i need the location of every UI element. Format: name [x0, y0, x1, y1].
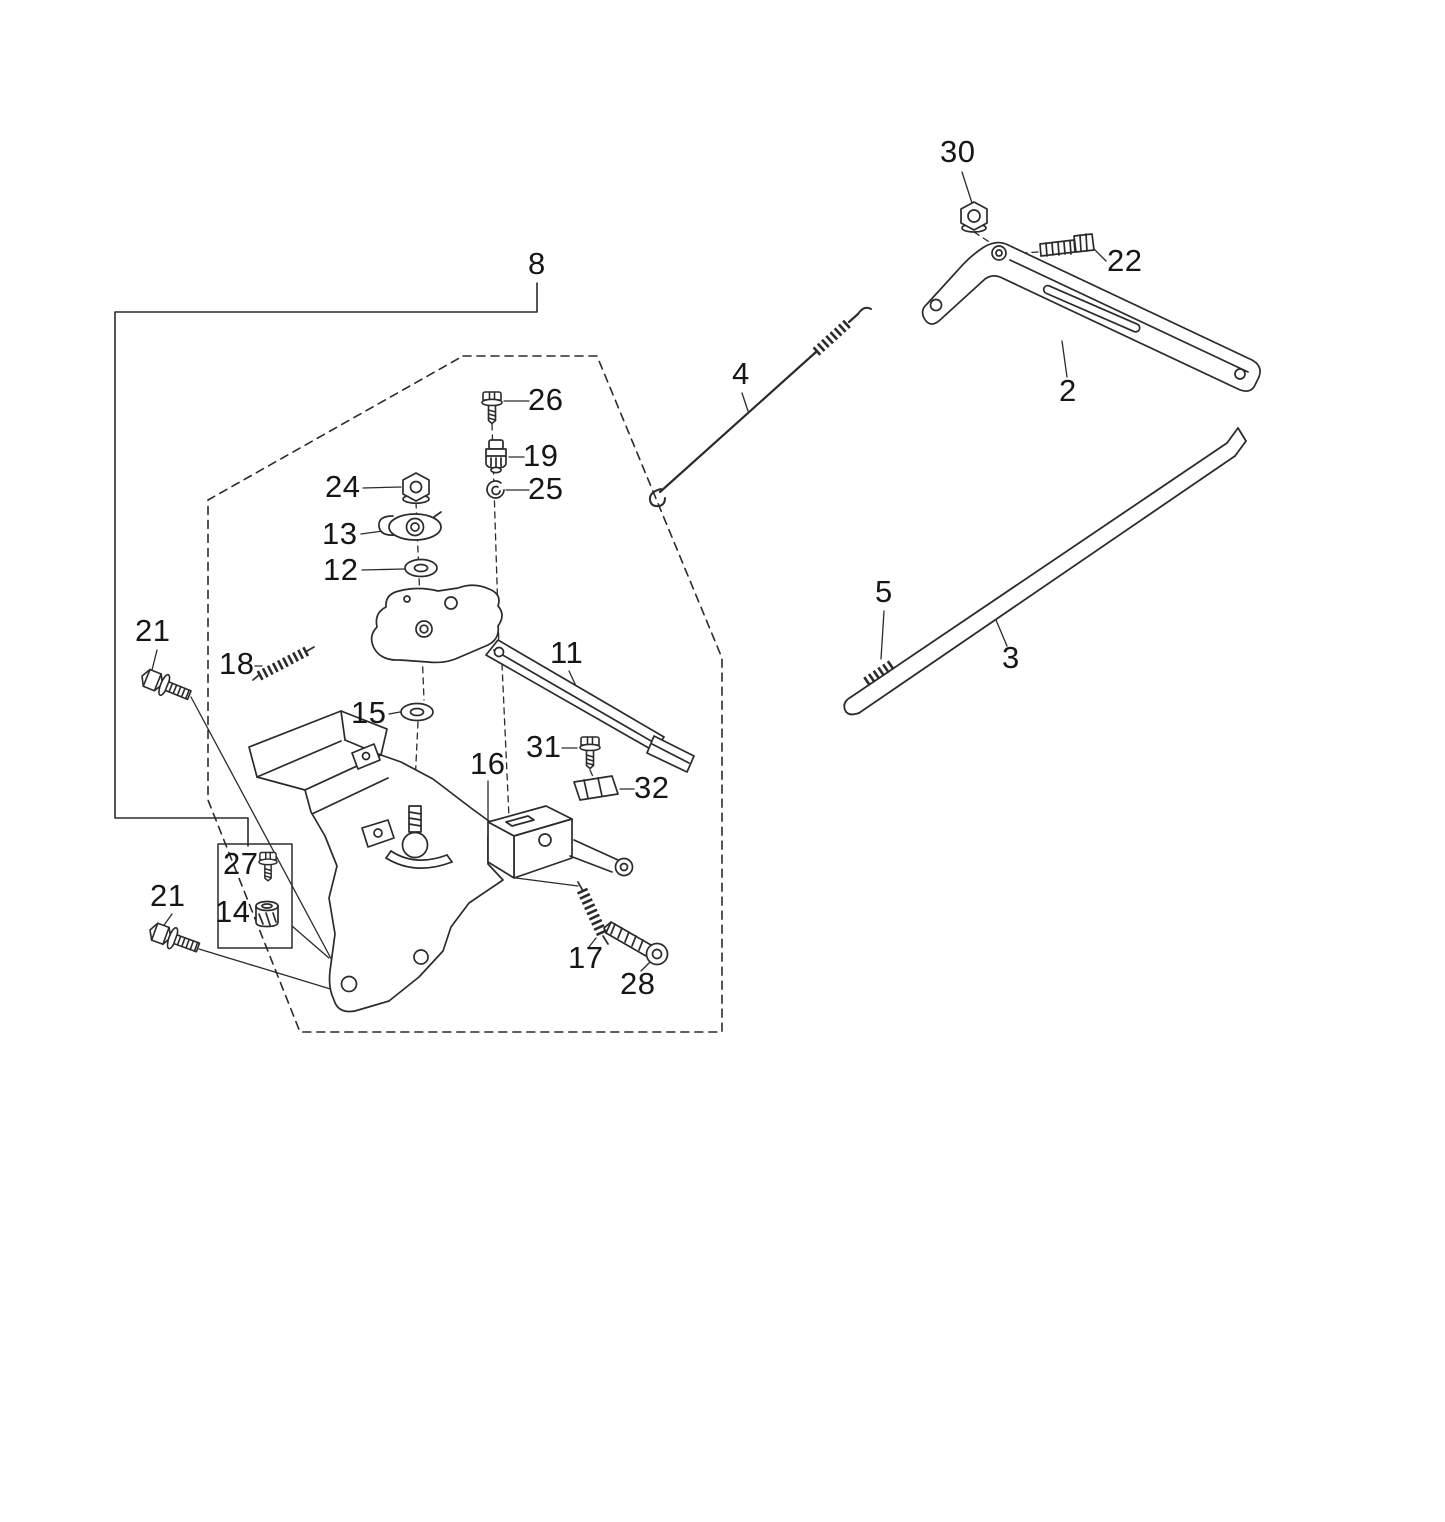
part-26-screw — [481, 391, 503, 425]
part-15-washer — [400, 702, 434, 722]
part-2-control-arm — [921, 241, 1261, 392]
part-32-clip — [573, 775, 619, 801]
callout-17: 17 — [568, 940, 604, 975]
callout-31: 31 — [526, 729, 562, 764]
part-12-washer — [404, 558, 438, 578]
part-18-spring — [252, 646, 315, 681]
callout-4: 4 — [732, 356, 750, 391]
clamp-box — [487, 805, 573, 879]
part-28-screw — [603, 921, 669, 966]
leader-lines — [151, 171, 1107, 992]
callout-27: 27 — [223, 846, 259, 881]
callout-16: 16 — [470, 746, 506, 781]
part-31-screw — [579, 736, 601, 770]
inset-box-27-14 — [217, 843, 293, 949]
part-13-cam-plate — [378, 511, 442, 541]
callout-18: 18 — [219, 646, 255, 681]
part-27-screw — [258, 851, 278, 882]
part-21-bolt-upper — [137, 664, 195, 707]
callout-3: 3 — [1002, 640, 1020, 675]
part-19-bushing — [485, 439, 507, 474]
callout-5: 5 — [875, 574, 893, 609]
callout-26: 26 — [528, 382, 564, 417]
callout-28: 28 — [620, 966, 656, 1001]
part-5-spring — [863, 658, 897, 687]
callout-19: 19 — [523, 438, 559, 473]
rod-4-spring-coil — [812, 318, 853, 356]
callout-21-lower: 21 — [150, 878, 186, 913]
bracket-eye-arm — [569, 839, 634, 877]
part-21-bolt-lower — [145, 918, 203, 959]
part-17-spring — [576, 881, 609, 945]
assembly-boundary — [114, 282, 723, 1033]
callout-11: 11 — [550, 635, 584, 670]
callout-25: 25 — [528, 471, 564, 506]
assembly-centerlines — [413, 231, 1039, 819]
part-30-flange-nut — [960, 201, 988, 233]
callout-15: 15 — [351, 695, 387, 730]
callout-32: 32 — [634, 770, 670, 805]
callout-21-upper: 21 — [135, 613, 171, 648]
part-14-grommet — [255, 900, 279, 928]
callout-30: 30 — [940, 134, 976, 169]
part-22-bolt — [1039, 233, 1095, 257]
part-3-rod — [843, 427, 1247, 716]
part-16-mounting-bracket — [248, 710, 634, 1013]
callout-22: 22 — [1107, 243, 1143, 278]
ball-stud — [385, 805, 453, 869]
callout-24: 24 — [325, 469, 361, 504]
part-4-rod — [648, 306, 872, 508]
callout-12: 12 — [323, 552, 359, 587]
part-25-clip — [486, 480, 505, 499]
callout-2: 2 — [1059, 373, 1077, 408]
callout-13: 13 — [322, 516, 358, 551]
callout-8: 8 — [528, 246, 546, 281]
part-24-flange-nut — [402, 472, 430, 505]
callout-14: 14 — [215, 894, 251, 929]
part-11-bracket-lever — [370, 584, 695, 773]
